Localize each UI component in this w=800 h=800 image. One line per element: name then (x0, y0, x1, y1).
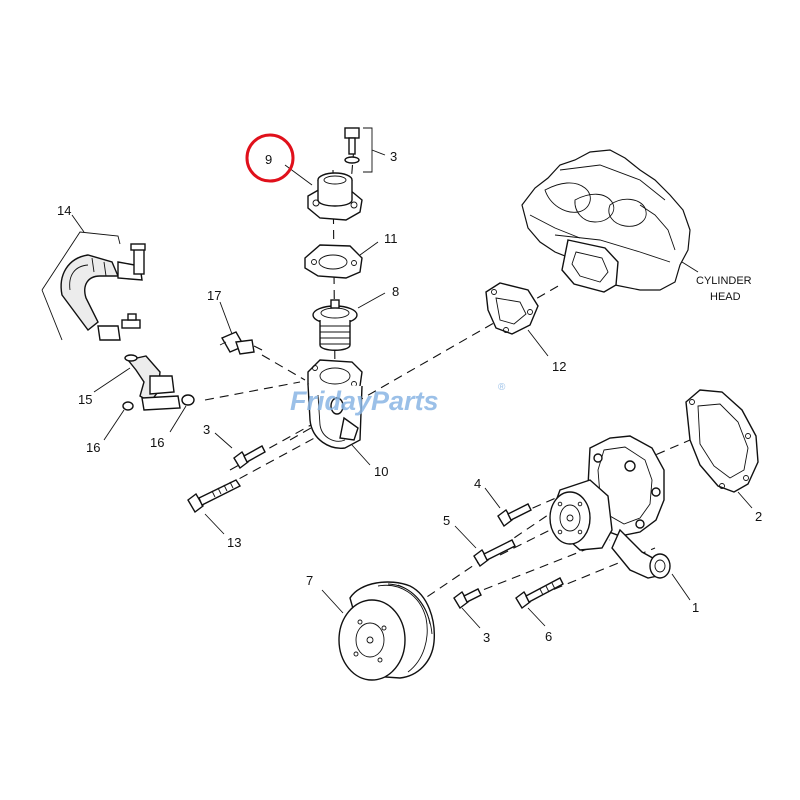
gasket-part-11 (304, 244, 363, 279)
leader-part-17 (219, 301, 233, 335)
label-part-14: 14 (57, 203, 71, 218)
bypass-hose-part-14 (60, 243, 146, 341)
leader-part-16-left (103, 409, 125, 441)
label-part-12: 12 (552, 359, 566, 374)
thermostat-part-8 (312, 299, 358, 351)
leader-part-4 (484, 487, 501, 509)
label-part-16-right: 16 (150, 435, 164, 450)
leader-part-13 (204, 513, 225, 535)
cylinder-head-label-line1: CYLINDER (696, 275, 752, 287)
label-part-3-bottom: 3 (483, 630, 490, 645)
leader-part-15 (93, 367, 131, 393)
leader-part-3-top (371, 149, 386, 156)
leader-part-1 (671, 573, 691, 601)
label-part-5: 5 (443, 513, 450, 528)
label-part-1: 1 (692, 600, 699, 615)
bracket-part-3-top (363, 127, 373, 173)
label-part-3-top: 3 (390, 149, 397, 164)
leader-part-3-bottom (461, 607, 481, 629)
leader-part-6 (527, 607, 546, 627)
bracket-part-14-lower (41, 289, 63, 341)
label-part-11: 11 (384, 231, 398, 246)
leader-part-10 (351, 444, 371, 466)
long-bolt-part-13 (187, 479, 242, 514)
bolt-part-3-bottom (453, 588, 482, 610)
pump-gasket-part-2 (685, 389, 759, 493)
leader-part-3-middle (214, 432, 233, 449)
leader-part-12 (527, 329, 549, 357)
leader-part-11 (359, 241, 379, 256)
leader-part-7 (321, 589, 344, 614)
label-part-17: 17 (207, 288, 221, 303)
bracket-part-14 (41, 231, 121, 291)
bolt-part-3-top (344, 127, 360, 164)
pulley-part-7 (338, 581, 435, 681)
watermark-logo: FridayParts ® (290, 382, 506, 416)
watermark-registered-mark: ® (498, 382, 506, 393)
temperature-sensor-part-17 (219, 331, 263, 355)
water-flange-part-9 (307, 172, 363, 221)
watermark-text-suffix: Parts (371, 386, 439, 416)
gasket-part-12 (485, 282, 539, 335)
label-part-8: 8 (392, 284, 399, 299)
bolt-part-6 (515, 577, 564, 610)
leader-part-5 (454, 525, 477, 549)
cylinder-head (521, 149, 691, 293)
leader-part-2 (737, 491, 753, 509)
cylinder-head-label-line2: HEAD (710, 291, 741, 303)
label-part-2: 2 (755, 509, 762, 524)
label-part-4: 4 (474, 476, 481, 491)
label-part-10: 10 (374, 464, 388, 479)
water-pump-part-1 (549, 435, 671, 579)
leader-part-16-right (169, 405, 187, 433)
label-part-3-middle: 3 (203, 422, 210, 437)
bolt-part-4 (497, 503, 532, 528)
highlight-circle (245, 133, 295, 183)
thermostat-housing-part-10 (307, 359, 363, 449)
label-part-16-left: 16 (86, 440, 100, 455)
label-part-15: 15 (78, 392, 92, 407)
label-part-6: 6 (545, 629, 552, 644)
label-part-13: 13 (227, 535, 241, 550)
watermark-text-prefix: Friday (290, 386, 373, 416)
bolt-part-5 (473, 539, 516, 568)
label-part-9: 9 (265, 152, 272, 167)
leader-cylinder-head (681, 261, 699, 273)
bolt-part-3-middle (233, 445, 266, 470)
svg-text:FridayParts: FridayParts (290, 386, 439, 416)
label-part-7: 7 (306, 573, 313, 588)
o-ring-part-16-right (181, 394, 195, 406)
leader-part-8 (357, 292, 386, 309)
o-ring-part-16-left (122, 401, 134, 411)
leader-part-14 (71, 214, 85, 233)
water-pipe-part-15 (124, 354, 181, 411)
